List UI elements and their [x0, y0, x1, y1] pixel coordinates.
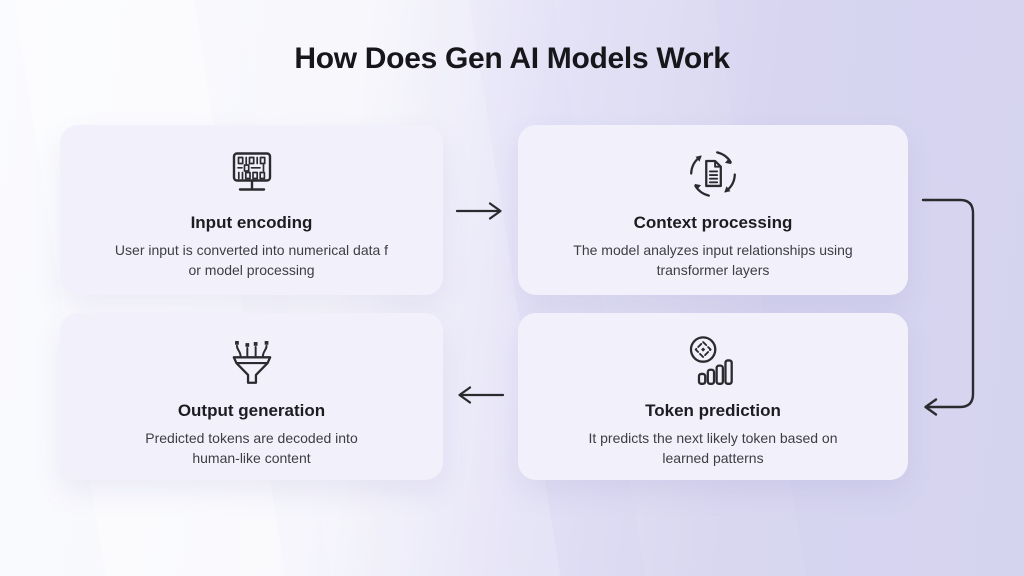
connector-down-icon: [921, 198, 975, 416]
card-title: Token prediction: [645, 401, 781, 420]
card-description-line: transformer layers: [656, 262, 770, 278]
card-output-generation: Output generation Predicted tokens are d…: [60, 313, 443, 480]
card-description-line: Predicted tokens are decoded into: [145, 430, 358, 446]
card-description: User input is converted into numerical d…: [115, 240, 388, 280]
page-title: How Does Gen AI Models Work: [294, 42, 730, 75]
card-title: Output generation: [177, 401, 326, 420]
card-description: Predicted tokens are decoded into human-…: [145, 428, 357, 468]
card-description-line: It predicts the next likely token based …: [588, 430, 838, 446]
arrow-left-icon: [458, 386, 505, 404]
card-description-line: User input is converted into numerical d…: [114, 242, 389, 258]
card-description-line: learned patterns: [662, 450, 764, 466]
card-description-line: or model processing: [188, 262, 315, 278]
monitor-binary-icon: [225, 145, 279, 203]
card-description-line: The model analyzes input relationships u…: [573, 242, 853, 258]
card-description: The model analyzes input relationships u…: [573, 240, 852, 280]
arrow-right-icon: [455, 202, 502, 220]
token-coin-bars-icon: [686, 333, 740, 391]
document-refresh-cycle-icon: [686, 145, 740, 203]
card-description-line: human-like content: [192, 450, 311, 466]
card-title: Input encoding: [190, 213, 313, 232]
card-input-encoding: Input encoding User input is converted i…: [60, 125, 443, 295]
card-token-prediction: Token prediction It predicts the next li…: [518, 313, 908, 480]
card-description: It predicts the next likely token based …: [588, 428, 837, 468]
funnel-inputs-icon: [225, 333, 279, 391]
card-context-processing: Context processing The model analyzes in…: [518, 125, 908, 295]
card-title: Context processing: [633, 213, 793, 232]
